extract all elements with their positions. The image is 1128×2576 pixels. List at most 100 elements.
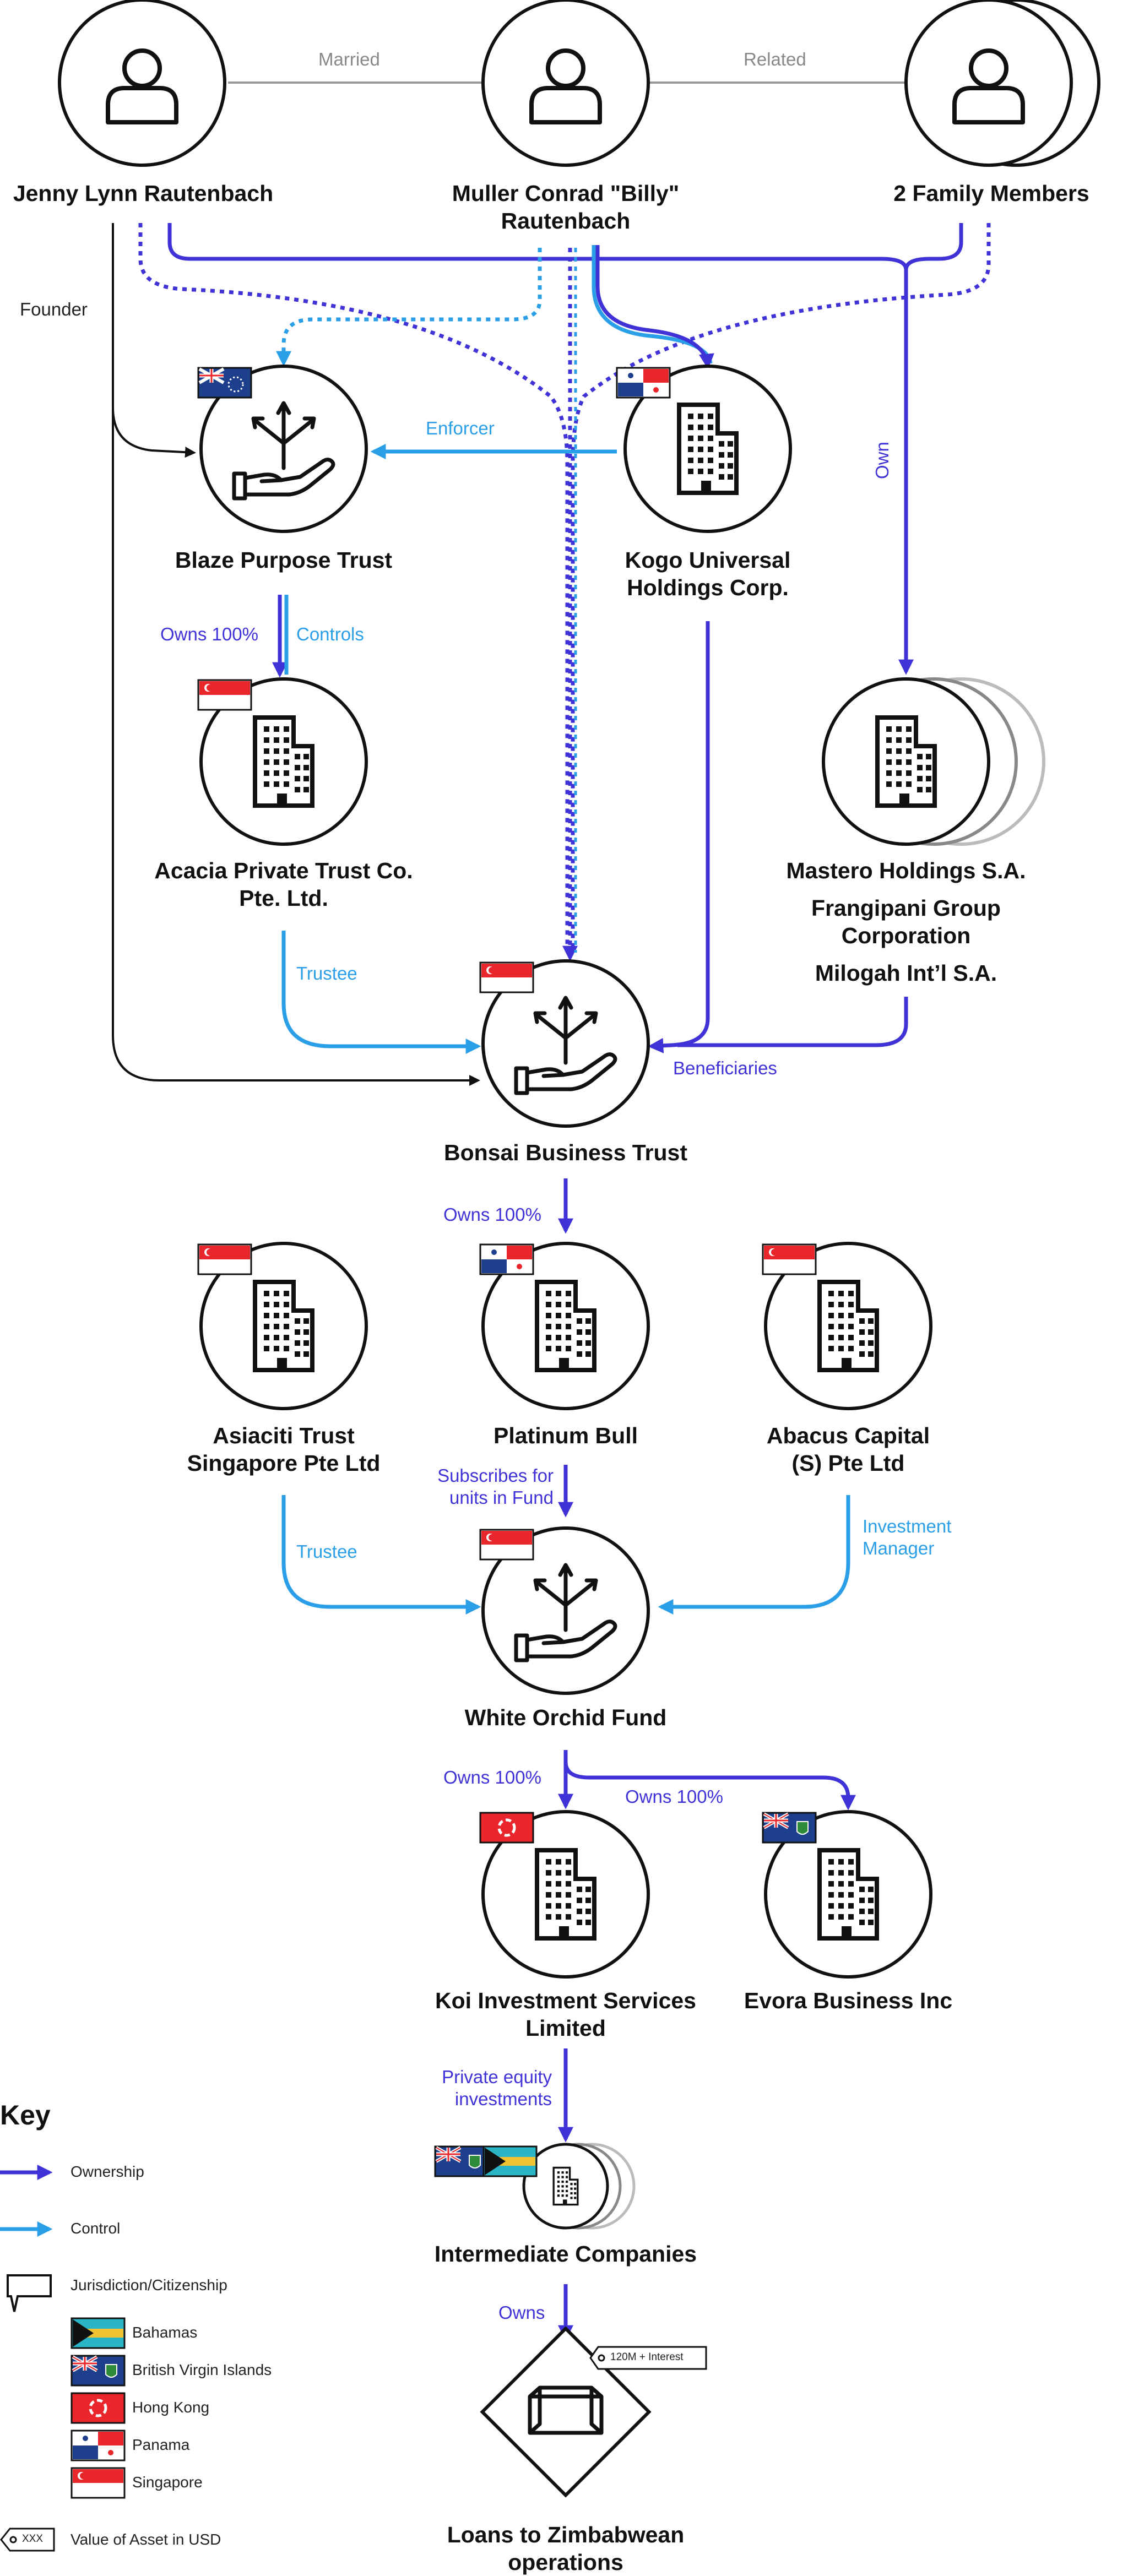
node-bonsai xyxy=(479,959,650,1128)
label-abacus-line1: Abacus Capital xyxy=(766,1423,930,1448)
edge-enforcer: Enforcer xyxy=(426,418,495,438)
label-loans: Loans to Zimbabwean operations xyxy=(400,2521,731,2576)
asset-icon xyxy=(528,2385,604,2435)
key-flag-bahamas-icon xyxy=(70,2317,126,2349)
label-bonsai: Bonsai Business Trust xyxy=(443,1140,687,1165)
node-intermediate xyxy=(435,2143,636,2230)
label-acacia-line2: Pte. Ltd. xyxy=(239,885,328,911)
connector-lines xyxy=(112,81,991,2341)
node-kogo xyxy=(616,365,792,533)
edge-subscribes-line1: Subscribes for xyxy=(437,1465,554,1486)
edge-subscribes: Subscribes for units in Fund xyxy=(419,1465,554,1509)
label-family: 2 Family Members xyxy=(893,181,1089,206)
label-billy: Muller Conrad "Billy" Rautenbach xyxy=(428,180,703,235)
key-singapore-label: Singapore xyxy=(132,2474,203,2491)
key-bvi-label: British Virgin Islands xyxy=(132,2361,272,2378)
label-loans-line1: Loans to Zimbabwean xyxy=(447,2522,685,2547)
node-koi xyxy=(480,1810,650,1979)
label-kogo-line1: Kogo Universal xyxy=(625,547,791,573)
flag-panama-icon xyxy=(479,1243,534,1275)
key-title: Key xyxy=(0,2100,51,2131)
node-abacus xyxy=(762,1242,932,1410)
label-asiaciti-line1: Asiaciti Trust xyxy=(213,1423,355,1448)
node-orchid xyxy=(479,1526,650,1695)
flag-singapore-icon xyxy=(197,679,252,711)
key-graphics xyxy=(0,2165,126,2552)
edge-investment-line1: Investment xyxy=(863,1516,952,1536)
edge-trustee-asiaciti: Trustee xyxy=(296,1541,357,1562)
edge-owns100-blaze-acacia: Owns 100% xyxy=(160,624,258,644)
node-platinum xyxy=(479,1242,650,1410)
key-flag-panama-icon xyxy=(70,2430,126,2461)
label-orchid: White Orchid Fund xyxy=(464,1705,667,1730)
flag-singapore-icon xyxy=(479,961,534,993)
edge-related: Related xyxy=(744,49,806,69)
key-jurisdiction-icon xyxy=(7,2274,52,2312)
key-flag-singapore-icon xyxy=(70,2467,126,2499)
node-loans xyxy=(480,2326,707,2498)
edge-owns: Owns xyxy=(498,2302,545,2323)
key-bahamas-label: Bahamas xyxy=(132,2324,198,2341)
label-acacia-line1: Acacia Private Trust Co. xyxy=(154,858,413,883)
flag-cook-islands-icon xyxy=(198,368,251,398)
label-kogo: Kogo Universal Holdings Corp. xyxy=(570,546,845,601)
label-koi: Koi Investment Services Limited xyxy=(400,1987,731,2042)
node-mastero xyxy=(822,677,1045,846)
key-jurisdiction-label: Jurisdiction/Citizenship xyxy=(70,2276,227,2294)
label-intermediate: Intermediate Companies xyxy=(434,2241,697,2267)
edge-married: Married xyxy=(318,49,380,69)
edge-pe-line2: investments xyxy=(454,2089,552,2109)
label-mastero: Mastero Holdings S.A. xyxy=(786,858,1026,883)
label-abacus: Abacus Capital (S) Pte Ltd xyxy=(711,1422,986,1477)
label-milogah: Milogah Int’l S.A. xyxy=(815,960,997,986)
edge-beneficiaries: Beneficiaries xyxy=(673,1058,777,1078)
edge-trustee-acacia: Trustee xyxy=(296,963,357,983)
edge-owns100-orchid-evora: Owns 100% xyxy=(625,1786,723,1807)
label-abacus-line2: (S) Pte Ltd xyxy=(791,1450,905,1476)
flag-bvi-icon xyxy=(435,2146,488,2176)
edge-investment-manager: Investment Manager xyxy=(863,1515,951,1559)
label-billy-line2: Rautenbach xyxy=(501,208,631,233)
key-ownership-label: Ownership xyxy=(70,2163,144,2180)
edge-own: Own xyxy=(872,442,892,479)
edge-subscribes-line2: units in Fund xyxy=(449,1487,554,1508)
node-jenny xyxy=(58,0,226,167)
key-flag-hong-kong-icon xyxy=(72,2393,124,2423)
label-evora: Evora Business Inc xyxy=(744,1988,953,2013)
flag-singapore-icon xyxy=(762,1243,817,1275)
label-mastero-group: Mastero Holdings S.A. Frangipani Group C… xyxy=(741,857,1071,987)
label-koi-line2: Limited xyxy=(525,2015,606,2041)
label-jenny: Jenny Lynn Rautenbach xyxy=(13,181,274,206)
key-value-tag-icon xyxy=(0,2528,55,2552)
edge-pe-line1: Private equity xyxy=(442,2067,552,2087)
flag-hong-kong-icon xyxy=(480,1813,533,1843)
key-value-tag-text: XXX xyxy=(22,2533,44,2545)
node-blaze xyxy=(198,365,368,533)
asset-value-tag xyxy=(589,2346,707,2370)
label-asiaciti-line2: Singapore Pte Ltd xyxy=(187,1450,381,1476)
key-value-label: Value of Asset in USD xyxy=(70,2531,221,2548)
edge-private-equity: Private equity investments xyxy=(408,2066,552,2110)
label-asiaciti: Asiaciti Trust Singapore Pte Ltd xyxy=(118,1422,449,1477)
edge-owns100-bonsai-platinum: Owns 100% xyxy=(443,1204,541,1225)
asset-value: 120M + Interest xyxy=(610,2351,684,2363)
edge-owns100-orchid-koi: Owns 100% xyxy=(443,1767,541,1787)
flag-panama-icon xyxy=(616,367,671,399)
flag-bvi-icon xyxy=(763,1813,816,1843)
flag-singapore-icon xyxy=(197,1243,252,1275)
key-panama-label: Panama xyxy=(132,2436,190,2453)
label-loans-line2: operations xyxy=(508,2550,623,2575)
flag-bahamas-icon xyxy=(482,2145,538,2177)
label-acacia: Acacia Private Trust Co. Pte. Ltd. xyxy=(118,857,449,912)
label-billy-line1: Muller Conrad "Billy" xyxy=(452,181,680,206)
edge-investment-line2: Manager xyxy=(863,1538,935,1558)
node-acacia xyxy=(197,677,368,846)
label-platinum: Platinum Bull xyxy=(494,1423,638,1448)
label-kogo-line2: Holdings Corp. xyxy=(627,575,789,600)
node-billy xyxy=(481,0,650,167)
edge-founder: Founder xyxy=(20,299,88,319)
flag-singapore-icon xyxy=(479,1529,534,1561)
key-flag-bvi-icon xyxy=(72,2356,124,2385)
key-control-label: Control xyxy=(70,2220,121,2237)
